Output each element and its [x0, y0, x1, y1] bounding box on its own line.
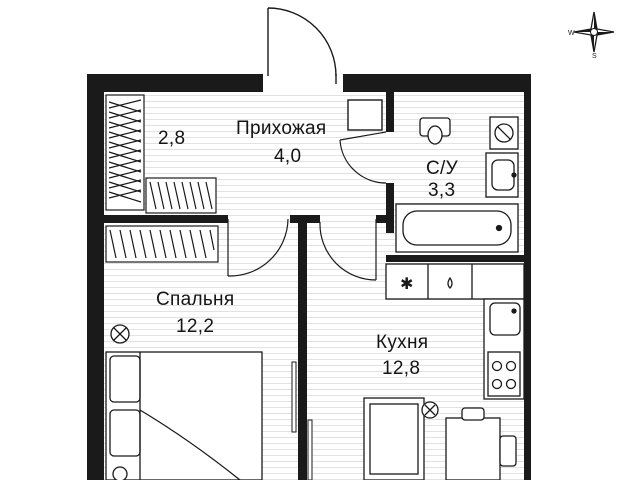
- bathroom-door: [339, 131, 387, 184]
- bedroom-area: 12,2: [176, 316, 214, 337]
- toilet-icon: [419, 117, 451, 145]
- hallway-area: 4,0: [274, 146, 301, 167]
- entrance-door: [267, 7, 337, 84]
- kitchen-area: 12,8: [382, 358, 420, 379]
- stove-icon: [487, 351, 521, 397]
- svg-text:✱: ✱: [400, 274, 413, 293]
- bedroom-name: Спальня: [156, 289, 234, 310]
- compass-icon: W S: [568, 11, 615, 60]
- bathtub-icon: [395, 203, 519, 253]
- bathroom-name: С/У: [426, 158, 459, 179]
- hallway-cabinet: [347, 99, 383, 131]
- kitchen-sink-icon: [447, 276, 521, 336]
- hallway-name: Прихожая: [236, 118, 326, 139]
- sink-icon: [485, 152, 519, 198]
- table-icon: [445, 407, 517, 480]
- washing-machine-icon: [489, 116, 519, 150]
- bathroom-area: 3,3: [428, 180, 455, 201]
- bedroom-door: [227, 218, 289, 277]
- bed-icon: [105, 324, 263, 480]
- kitchen-door: [319, 219, 377, 281]
- fridge-icon: ✱: [400, 274, 413, 293]
- room-labels: 2,8 Прихожая 4,0 С/У 3,3 Спальня 12,2 Ку…: [156, 118, 459, 379]
- closet-area: 2,8: [158, 128, 185, 149]
- compass-west-label: W: [568, 30, 575, 37]
- compass-south-label: S: [592, 53, 597, 60]
- armchair-icon: [363, 397, 439, 480]
- closet-storage: [105, 94, 219, 263]
- kitchen-name: Кухня: [376, 332, 428, 353]
